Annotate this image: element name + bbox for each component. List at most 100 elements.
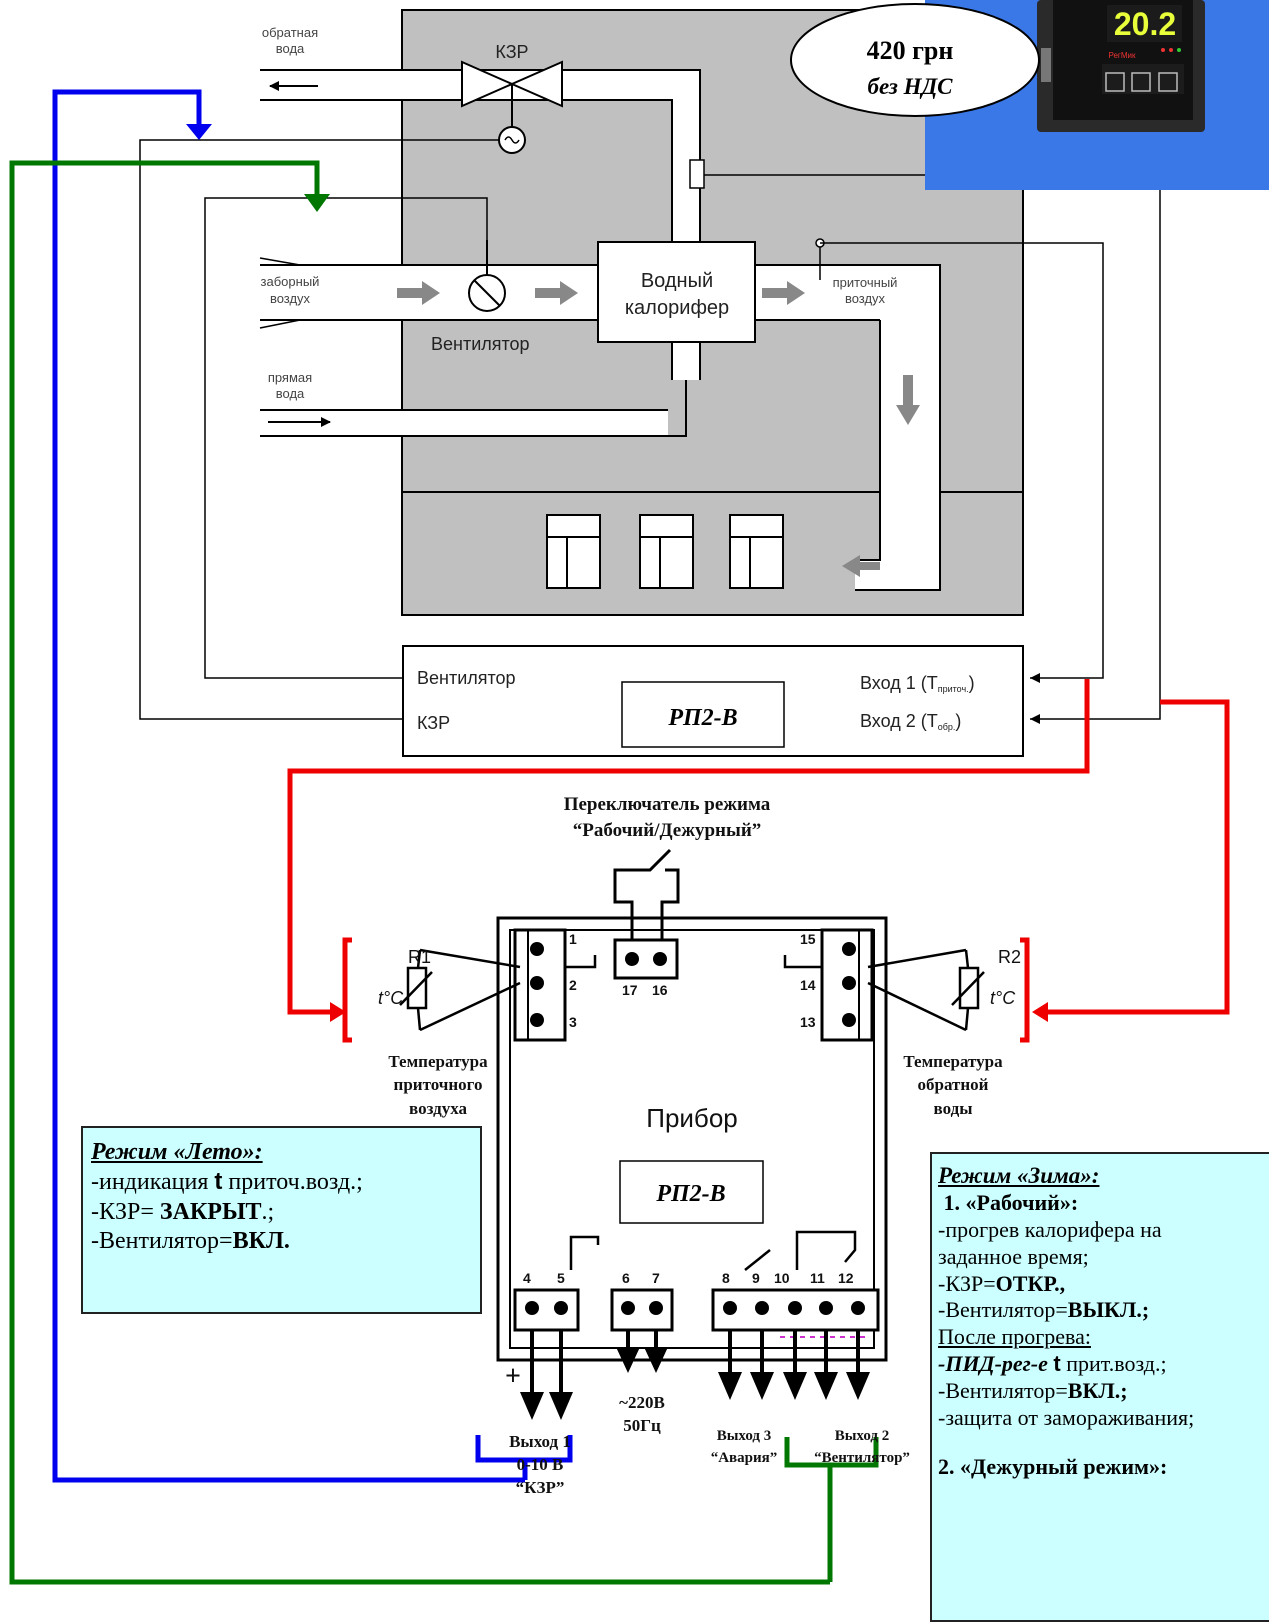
intake-air-label-1: заборный [261,274,320,289]
terminal-3: 3 [569,1014,577,1030]
power-label-1: ~220В [619,1393,665,1412]
output-arrows [520,1330,870,1420]
price-note: без НДС [867,74,953,99]
winter-mode-box: Режим «Зима»: 1. «Рабочий»: -прогрев кал… [930,1152,1269,1622]
terminal-2: 2 [569,977,577,993]
device-title: Прибор [646,1103,737,1133]
terminal-block-power [610,1288,674,1332]
terminal-11: 11 [810,1270,825,1286]
blue-arrowhead [186,124,212,140]
out2-label-1: Выход 2 [835,1428,890,1444]
terminal-12: 12 [838,1270,854,1286]
device-model: РП2-В [655,1181,725,1207]
terminal-16: 16 [652,982,668,998]
out3-label-2: “Авария” [711,1450,778,1466]
r1-tc-label: t°C [378,988,404,1008]
winter-spacer [938,1432,1269,1454]
heater-label-1: Водный [641,270,713,292]
sensor-r2-icon [867,948,985,1032]
terminal-block-top [613,938,679,980]
terminal-15: 15 [800,931,816,947]
t-supply-label-1: Температура [388,1052,488,1071]
room-windows [546,514,784,589]
water-heater [597,241,756,343]
out3-label-1: Выход 3 [717,1428,772,1444]
out2-label-2: “Вентилятор” [814,1450,910,1466]
winter-line-5: -ПИД-рег-е t прит.возд.; [938,1351,1167,1377]
winter-mode-title: Режим «Зима»: [938,1163,1100,1188]
terminal-14: 14 [800,977,816,993]
connection-lines [9,89,1230,1585]
winter-work-title: 1. «Рабочий»: [938,1190,1079,1216]
ducts [260,69,941,591]
intake-air-label-2: воздух [270,291,311,306]
terminal-7: 7 [652,1270,660,1286]
heater-label-2: калорифер [625,297,729,319]
terminal-block-left [513,928,597,1042]
plus-sign: + [505,1361,521,1392]
summer-mode-title: Режим «Лето»: [91,1139,263,1165]
terminal-5: 5 [557,1270,565,1286]
mode-switch-icon [613,848,680,940]
supply-air-label-2: воздух [845,291,886,306]
terminal-block-out1 [513,1235,600,1332]
winter-line-3: -КЗР=ОТКР., [938,1270,1066,1296]
winter-line-1: -прогрев калорифера на [938,1216,1162,1242]
price-bubble [790,3,1040,117]
terminal-1: 1 [569,931,577,947]
supply-air-label-1: приточный [833,275,898,290]
return-water-label-2: вода [276,41,305,56]
summer-line-2: -КЗР= ЗАКРЫТ.; [91,1198,275,1225]
return-water-label-1: обратная [262,25,318,40]
device-display-value: 20.2 [1114,6,1176,42]
winter-after-heating: После прогрева: [938,1324,1091,1350]
valve-label: КЗР [495,42,528,62]
water-flow-arrows [268,81,331,427]
t-return-label-3: воды [934,1099,973,1118]
r1-label: R1 [408,947,431,967]
red-arrowhead-left [330,1002,346,1022]
t-supply-label-3: воздуха [409,1099,467,1118]
terminal-10: 10 [774,1270,790,1286]
winter-duty-title: 2. «Дежурный режим»: [938,1453,1168,1479]
winter-line-7: -защита от замораживания; [938,1404,1195,1430]
t-supply-label-2: приточного [394,1075,483,1094]
device-brand: РегМик [1109,51,1136,60]
summer-line-1: -индикация t приточ.возд.; [91,1168,363,1196]
r2-label: R2 [998,947,1021,967]
return-water-sensor-icon [689,159,705,189]
t-return-label-1: Температура [903,1052,1003,1071]
terminal-9: 9 [752,1270,760,1286]
terminal-block-right [783,928,874,1042]
terminal-4: 4 [523,1270,531,1286]
green-arrowhead [304,194,330,212]
summer-line-3: -Вентилятор=ВКЛ. [91,1227,290,1254]
mode-switch-label-2: “Рабочий/Дежурный” [573,820,762,841]
power-label-2: 50Гц [623,1416,661,1435]
r2-tc-label: t°C [990,988,1016,1008]
controller-model: РП2-В [667,705,737,731]
fan-icon [468,240,506,312]
out1-label-3: “КЗР” [516,1478,565,1497]
controller-model-box [621,681,785,748]
red-arrowhead-right [1032,1002,1048,1022]
terminal-6: 6 [622,1270,630,1286]
t-return-label-2: обратной [918,1075,989,1094]
direct-water-label-1: прямая [268,370,312,385]
out1-label-2: 0-10 В [517,1455,564,1474]
air-flow-arrows [397,281,920,577]
winter-line-2: заданное время; [938,1243,1089,1269]
device-housing [496,916,888,1362]
duct-flaps [259,257,301,329]
input2-label: Вход 2 (Tобр.) [860,711,961,732]
direct-water-label-2: вода [276,386,305,401]
controller-valve-label: КЗР [417,713,450,733]
out1-label-1: Выход 1 [509,1432,571,1451]
controller-fan-label: Вентилятор [417,668,516,688]
sensor-r1-icon [399,948,521,1032]
device-model-box [619,1160,764,1224]
terminal-13: 13 [800,1014,816,1030]
device-photo [1037,0,1205,132]
winter-line-4: -Вентилятор=ВЫКЛ.; [938,1297,1150,1323]
